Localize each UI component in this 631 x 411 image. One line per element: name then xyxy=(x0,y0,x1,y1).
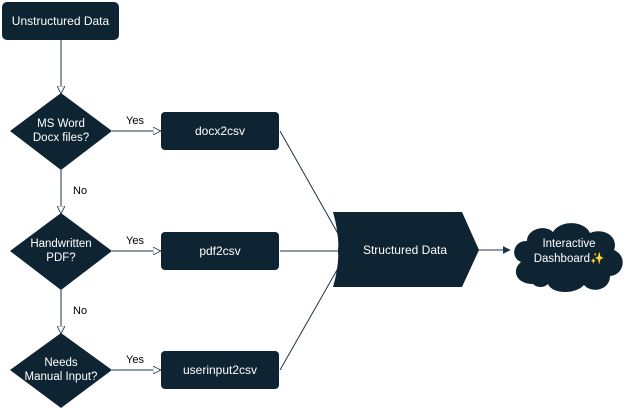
no-label: No xyxy=(73,305,87,317)
edge-userinput-to-structured xyxy=(279,255,346,371)
decision-manual-label-line2: Manual Input? xyxy=(25,371,98,383)
process-pdf2csv xyxy=(161,232,279,270)
dashboard-cloud-node xyxy=(514,223,623,293)
process-userinput2csv-label: userinput2csv xyxy=(183,363,257,377)
decision-word-label-line1: MS Word xyxy=(37,118,85,130)
yes-label: Yes xyxy=(126,235,144,247)
structured-data-label: Structured Data xyxy=(363,243,447,257)
no-label: No xyxy=(73,185,87,197)
decision-word-label-line2: Docx files? xyxy=(33,132,89,144)
start-node-label: Unstructured Data xyxy=(12,14,110,28)
start-node xyxy=(2,2,119,40)
edge-docx-to-structured xyxy=(279,130,346,247)
edges xyxy=(61,40,511,371)
process-userinput2csv xyxy=(161,351,279,389)
yes-label: Yes xyxy=(126,354,144,366)
decision-pdf-diamond xyxy=(10,213,112,290)
decision-word-diamond xyxy=(10,93,112,170)
structured-data-node xyxy=(333,212,479,287)
decision-pdf-label-line2: PDF? xyxy=(46,252,75,264)
process-pdf2csv-label: pdf2csv xyxy=(199,244,240,258)
decision-manual-diamond xyxy=(10,333,112,408)
decision-pdf-label-line1: Handwritten xyxy=(30,238,91,250)
process-docx2csv-label: docx2csv xyxy=(195,124,245,138)
yes-label: Yes xyxy=(126,115,144,127)
dashboard-label-line1: Interactive xyxy=(542,238,595,250)
decision-manual-label-line1: Needs xyxy=(44,357,77,369)
process-docx2csv xyxy=(161,112,279,150)
dashboard-label-line2: Dashboard✨ xyxy=(534,251,605,265)
